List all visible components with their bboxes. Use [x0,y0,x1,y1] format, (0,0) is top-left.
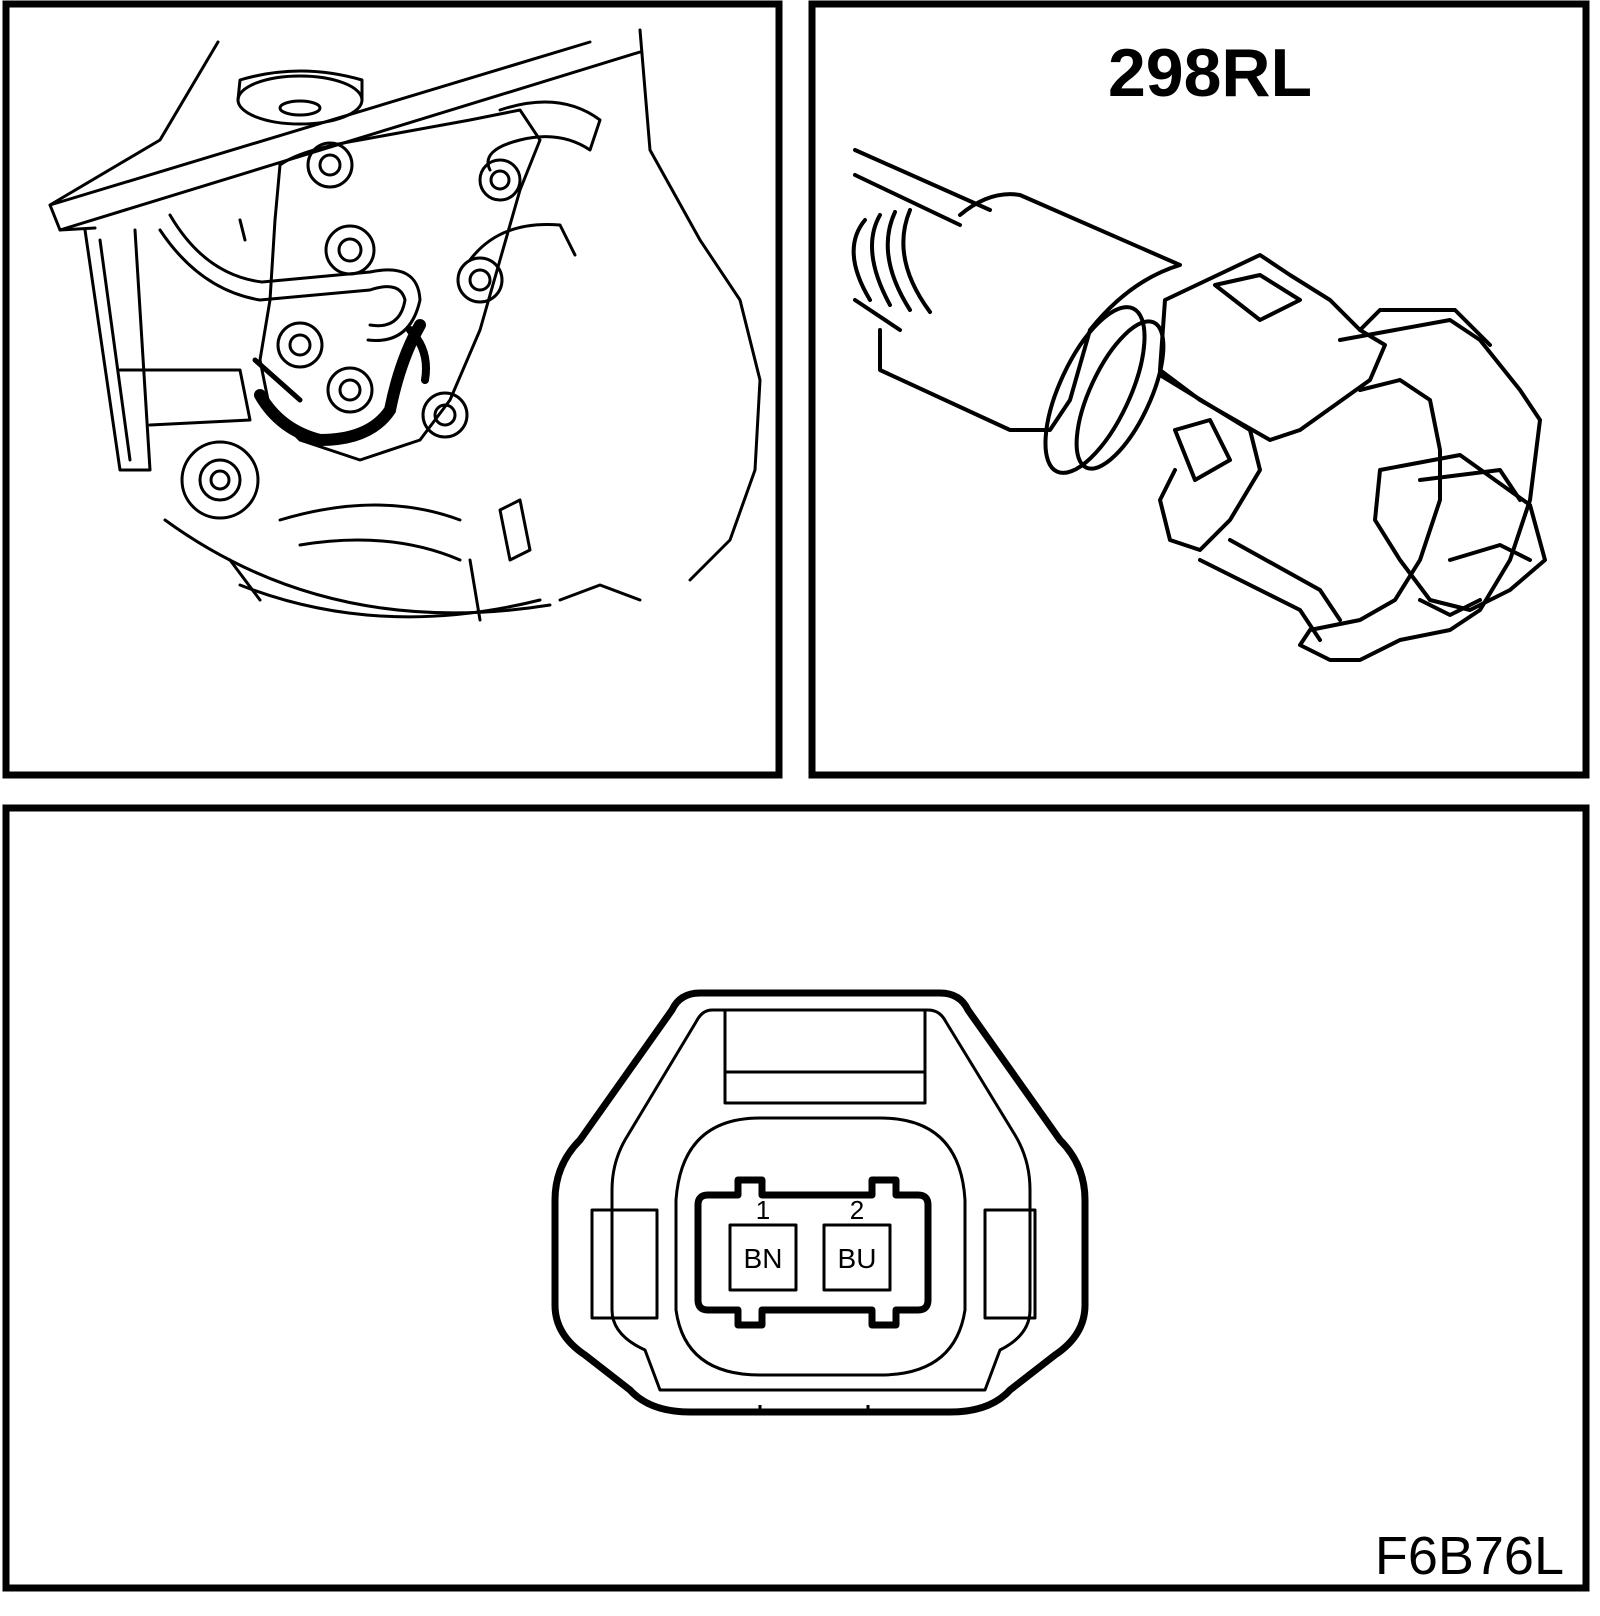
panel-frame-bottom [2,804,1590,1592]
connector-latch [723,1008,927,1105]
connector-housing-inner [610,1008,1032,1392]
connector-code: 298RL [1108,35,1312,111]
pin-1-wire-color: BN [744,1243,783,1274]
side-rib-right [983,1208,1037,1320]
pin-2-box [822,1223,892,1292]
connector-illustration [851,148,1547,662]
cavity-surround [674,1116,967,1377]
figure-code: F6B76L [1375,1526,1564,1586]
connector-housing-outer [551,989,1089,1416]
pin-1-number: 1 [756,1195,770,1225]
connector-face-view [551,989,1089,1416]
pin-2-number: 2 [850,1195,864,1225]
sensor-wiring [252,319,430,447]
wheel-hub-illustration [48,28,762,622]
pin-1-box [728,1223,798,1292]
panel-frame-top-left [2,0,783,779]
side-rib-left [590,1208,659,1320]
pin-2-wire-color: BU [838,1243,877,1274]
panel-frame-top-right [808,0,1590,779]
pin-cavity [694,1176,932,1329]
